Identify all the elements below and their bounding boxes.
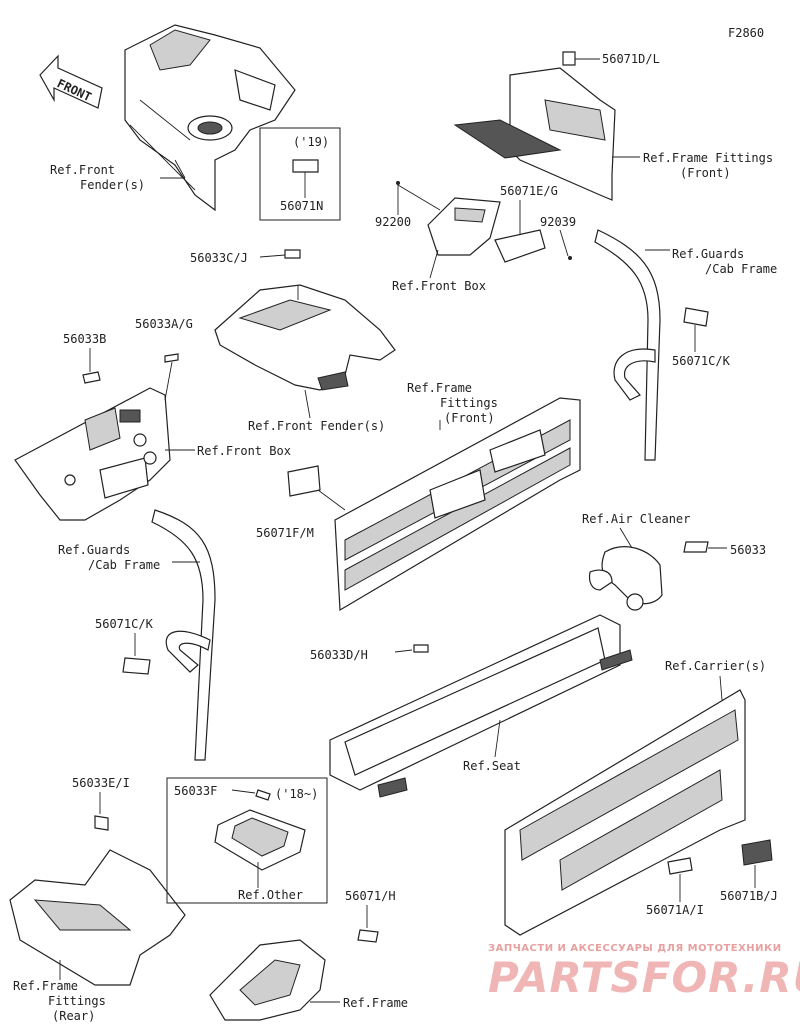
- ref-air-cleaner: Ref.Air Cleaner: [582, 512, 690, 526]
- front-arrow-icon: FRONT: [39, 54, 103, 109]
- part-92039: 92039: [540, 215, 576, 229]
- frame-illustration: [209, 929, 379, 1021]
- frame-fittings-rear-illustration: [9, 815, 186, 986]
- guards-cab-frame-left-illustration: [122, 509, 216, 761]
- part-92200: 92200: [375, 215, 411, 229]
- label-56071n-icon: [292, 159, 319, 173]
- ref-front-box-2: Ref.Front Box: [197, 444, 291, 458]
- ref-guards-1: Ref.Guards /Cab Frame: [672, 247, 777, 276]
- part-56071b-j: 56071B/J: [720, 889, 778, 903]
- year-18-label: ('18~): [275, 787, 318, 801]
- air-cleaner-illustration: [588, 541, 709, 611]
- carrier-illustration: [504, 689, 773, 936]
- ref-guards-2: Ref.Guards /Cab Frame: [58, 543, 160, 572]
- ref-front-fender-2: Ref.Front Fender(s): [248, 419, 385, 433]
- ref-front-box-1: Ref.Front Box: [392, 279, 486, 293]
- part-56071e-g: 56071E/G: [500, 184, 558, 198]
- year-18-box: [166, 777, 328, 904]
- part-56071d-l: 56071D/L: [602, 52, 660, 66]
- seat-frame-illustration: [329, 614, 633, 798]
- figure-code: F2860: [728, 26, 764, 40]
- part-56071a-i: 56071A/I: [646, 903, 704, 917]
- front-fender-lower-illustration: [214, 249, 396, 391]
- year-19-box: [259, 127, 341, 221]
- ref-carriers: Ref.Carrier(s): [665, 659, 766, 673]
- year-19-label: ('19): [293, 135, 329, 149]
- front-box-lid-illustration: [396, 181, 572, 263]
- ref-frame: Ref.Frame: [343, 996, 408, 1010]
- dashboard-illustration: [14, 353, 179, 521]
- other-panel-illustration: [214, 809, 306, 871]
- part-56071-h: 56071/H: [345, 889, 396, 903]
- part-56071c-k-2: 56071C/K: [95, 617, 154, 631]
- frame-fittings-front-illustration: [453, 51, 616, 201]
- part-56071f-m: 56071F/M: [256, 526, 314, 540]
- ref-frame-fittings-front-2: Ref.Frame Fittings (Front): [407, 381, 505, 425]
- ref-seat: Ref.Seat: [463, 759, 521, 773]
- part-56033a-g: 56033A/G: [135, 317, 193, 331]
- part-56071c-k-1: 56071C/K: [672, 354, 731, 368]
- ref-front-fender-1: Ref.Front Fender(s): [50, 163, 145, 192]
- front-fender-illustration: [124, 24, 296, 212]
- part-56033: 56033: [730, 543, 766, 557]
- part-56033d-h: 56033D/H: [310, 648, 368, 662]
- part-56071n: 56071N: [280, 199, 323, 213]
- watermark-line1: ЗАПЧАСТИ И АКСЕССУАРЫ ДЛЯ МОТОТЕХНИКИ: [488, 943, 782, 954]
- ref-other: Ref.Other: [238, 888, 303, 902]
- ref-frame-fittings-rear: Ref.Frame Fittings (Rear): [13, 979, 113, 1023]
- ref-frame-fittings-front-1: Ref.Frame Fittings (Front): [643, 151, 780, 180]
- guards-cab-frame-right-illustration: [594, 229, 709, 461]
- part-56033c-j: 56033C/J: [190, 251, 248, 265]
- part-56033e-i: 56033E/I: [72, 776, 130, 790]
- part-56033b: 56033B: [63, 332, 106, 346]
- watermark-line2: PARTSFOR.RU: [488, 953, 800, 1002]
- part-56033f: 56033F: [174, 784, 217, 798]
- frame-fittings-front-panel-illustration: [287, 397, 581, 612]
